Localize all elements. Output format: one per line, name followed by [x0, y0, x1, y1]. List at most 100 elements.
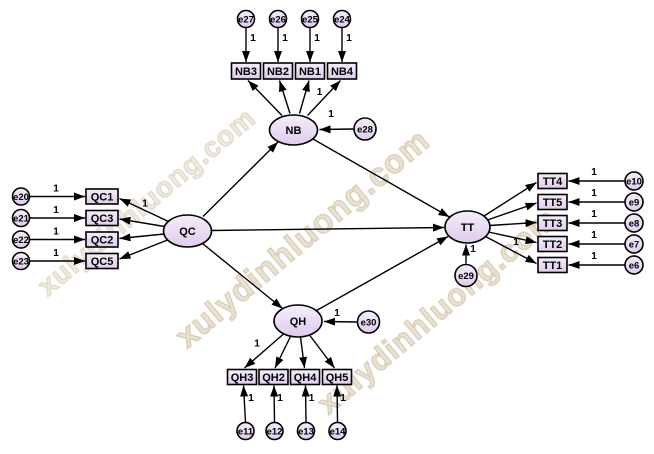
error-label: e21 — [13, 214, 30, 225]
error-circle-e26 — [268, 9, 288, 29]
error-arrow-e30-qh — [323, 317, 358, 326]
error-circle-e20 — [11, 187, 31, 206]
tt-cluster: 1 1 1 1 1 1 TT4 TT5 TT3 TT2 TT1 e — [444, 167, 644, 288]
indicator-box-qh4 — [289, 368, 321, 386]
loading-arrow-qc-qc3 — [119, 216, 165, 228]
fixed-1-label: 1 — [314, 33, 320, 44]
fixed-1-label: 1 — [250, 33, 256, 44]
latent-label: QH — [290, 316, 307, 328]
fixed-1-label: 1 — [513, 237, 519, 248]
path-arrow-qh-tt — [316, 235, 449, 312]
loading-arrow-nb-nb4 — [306, 80, 342, 116]
error-arrow-e11-qh3 — [240, 385, 249, 423]
error-circle-e21 — [11, 208, 31, 228]
indicator-box-tt5 — [537, 193, 568, 211]
error-label: e26 — [270, 15, 286, 26]
error-arrow-e28-nb — [319, 125, 354, 134]
indicator-label: NB4 — [331, 66, 354, 78]
indicator-label: TT2 — [543, 239, 563, 251]
error-circle-e10 — [624, 171, 644, 191]
error-circle-e12 — [265, 421, 284, 441]
latent-label: NB — [286, 125, 302, 137]
error-circle-e24 — [332, 9, 352, 29]
error-circle-e9 — [624, 192, 644, 212]
indicator-box-tt1 — [537, 256, 568, 274]
loading-arrow-qh-qh4 — [299, 336, 308, 369]
qh-cluster: 1 QH 1 e30 QH3 QH2 QH4 QH5 1 1 — [226, 304, 381, 441]
error-circle-e27 — [236, 9, 256, 29]
error-label: e27 — [238, 15, 254, 26]
error-circle-e28 — [353, 117, 377, 141]
error-arrow-e13-qh4 — [301, 385, 310, 423]
fixed-1-label: 1 — [248, 393, 254, 404]
error-arrow-e12-qh2 — [270, 385, 279, 423]
error-label: e9 — [629, 198, 640, 209]
latent-label: TT — [461, 222, 475, 234]
error-label: e14 — [330, 427, 347, 438]
fixed-1-label: 1 — [53, 205, 59, 216]
error-label: e20 — [13, 192, 29, 203]
loading-arrow-qh-qh3 — [244, 333, 284, 369]
error-circle-e30 — [356, 310, 381, 334]
error-circle-e6 — [624, 255, 644, 275]
fixed-1-label: 1 — [282, 33, 288, 44]
indicator-box-qh3 — [226, 368, 258, 386]
error-circle-e29 — [454, 263, 478, 288]
indicator-label: NB1 — [299, 66, 321, 78]
fixed-1-label: 1 — [591, 230, 597, 241]
error-label: e28 — [357, 125, 373, 136]
error-arrow-e14-qh5 — [333, 385, 342, 423]
indicator-box-qh5 — [321, 368, 353, 386]
indicator-box-nb2 — [262, 62, 294, 80]
indicator-box-nb3 — [230, 62, 262, 80]
fixed-1-label: 1 — [591, 167, 597, 178]
loading-arrow-tt-tt1 — [485, 235, 537, 265]
error-circle-e13 — [296, 421, 316, 441]
error-label: e13 — [298, 427, 314, 438]
loading-arrow-qh-qh5 — [308, 334, 336, 369]
loading-arrow-nb-nb2 — [278, 80, 291, 114]
indicator-box-nb1 — [294, 62, 326, 80]
latent-ellipse-qc — [162, 214, 213, 248]
loading-arrow-nb-nb1 — [298, 80, 310, 114]
path-arrow-qc-qh — [202, 242, 283, 310]
fixed-1-label: 1 — [53, 227, 59, 238]
error-label: e12 — [267, 427, 283, 438]
error-circle-e14 — [328, 421, 347, 441]
loading-arrow-tt-tt4 — [483, 181, 537, 217]
fixed-1-label: 1 — [591, 188, 597, 199]
indicator-label: QH2 — [262, 372, 285, 384]
indicator-label: QC1 — [91, 192, 114, 204]
qc-cluster: 1 1 1 1 1 e20 e21 e22 e23 QC1 QC3 — [11, 184, 213, 271]
error-label: e10 — [626, 177, 642, 188]
error-label: e23 — [13, 257, 29, 268]
error-label: e8 — [629, 219, 640, 230]
indicator-label: NB3 — [235, 66, 257, 78]
loading-arrow-tt-tt2 — [488, 231, 537, 245]
fixed-1-label: 1 — [254, 339, 260, 350]
indicator-label: NB2 — [267, 66, 289, 78]
indicator-box-qc2 — [85, 231, 119, 248]
indicator-box-qc5 — [85, 252, 119, 270]
loading-arrow-qc-qc5 — [119, 239, 168, 260]
indicator-label: QC5 — [91, 256, 114, 268]
latent-ellipse-qh — [273, 304, 323, 338]
loading-arrow-qh-qh2 — [274, 336, 292, 369]
error-circle-e22 — [11, 230, 31, 249]
path-arrow-nb-tt — [312, 138, 450, 218]
fixed-1-label: 1 — [346, 33, 352, 44]
indicator-box-qc1 — [85, 188, 119, 205]
indicator-box-tt4 — [537, 172, 568, 190]
fixed-1-label: 1 — [277, 393, 283, 404]
error-circle-e7 — [624, 234, 644, 254]
fixed-1-label: 1 — [317, 87, 323, 98]
loading-arrow-qc-qc2 — [119, 233, 165, 242]
error-label: e6 — [629, 261, 640, 272]
loading-arrow-tt-tt5 — [487, 202, 537, 221]
fixed-1-label: 1 — [591, 209, 597, 220]
indicator-label: TT4 — [543, 176, 563, 188]
indicator-box-qc3 — [85, 209, 119, 227]
indicator-box-qh2 — [258, 368, 289, 386]
error-circle-e11 — [236, 421, 255, 441]
